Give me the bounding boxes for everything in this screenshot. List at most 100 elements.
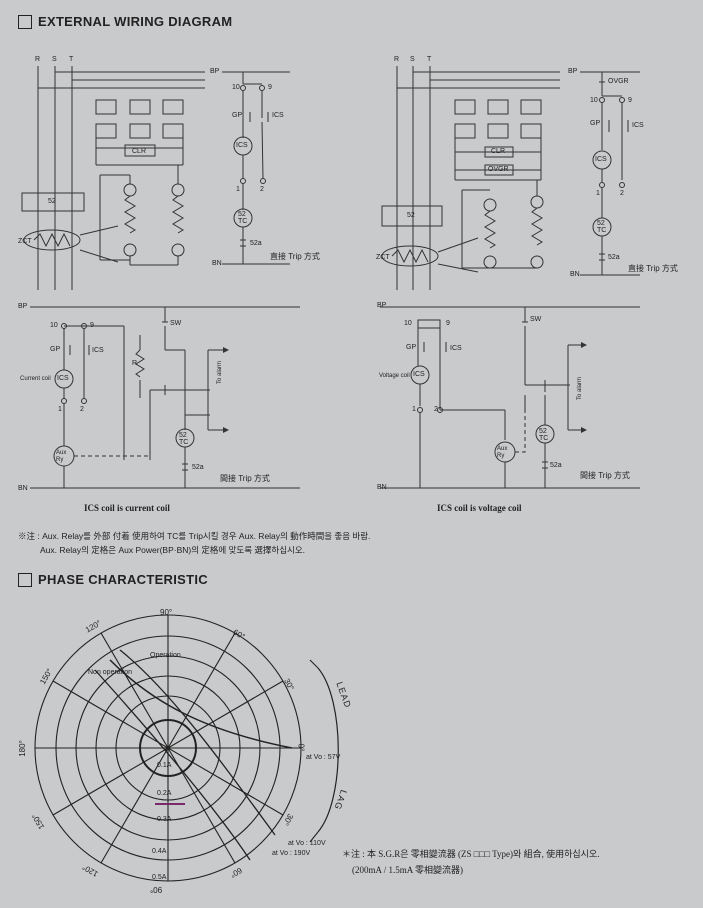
term-10: 10 <box>232 84 240 91</box>
wiring-title-text: EXTERNAL WIRING DIAGRAM <box>38 14 233 29</box>
note-line-2: Aux. Relay의 定格은 Aux Power(BP·BN)의 定格에 맞도… <box>40 545 306 555</box>
checkbox-icon <box>18 14 32 29</box>
gp-label: GP <box>232 112 243 119</box>
breaker-label: 52 <box>407 212 415 219</box>
bus-label-r: R <box>394 56 400 63</box>
aux-contact-label: 52a <box>550 462 562 469</box>
ics-coil-label: ICS <box>413 371 425 378</box>
angle-label: 0° <box>296 743 306 752</box>
to-alarm-label: To alarm <box>577 376 583 400</box>
bn-label: BN <box>18 485 28 492</box>
term-1: 1 <box>236 186 240 193</box>
current-label: 0.1A <box>157 762 172 769</box>
gp-label: GP <box>406 344 417 351</box>
wiring-section-title: EXTERNAL WIRING DIAGRAM <box>18 14 232 29</box>
bus-label-s: S <box>410 56 415 63</box>
trip-coil-label: 52 TC <box>597 220 607 234</box>
breaker-label: 52 <box>48 198 56 205</box>
resistor-label: R <box>132 360 138 367</box>
current-label: 0.3A <box>157 816 172 823</box>
ovgr-contact-label: OVGR <box>608 78 629 85</box>
vo-57-label: at Vo : 57V <box>306 754 341 761</box>
zct-note: ＊注 : 本 S.G.R은 零相變流器 (ZS □□□ Type)와 組合, 使… <box>342 846 599 878</box>
bp-label: BP <box>210 68 220 75</box>
aux-ry-label: Aux Ry <box>497 446 508 459</box>
term-10: 10 <box>404 320 412 327</box>
term-2: 2 <box>80 406 84 413</box>
trip-coil-label: 52 TC <box>179 432 189 446</box>
aux-ry-label: Aux Ry <box>56 450 67 463</box>
bn-label: BN <box>212 260 222 267</box>
vo-190-label: at Vo : 190V <box>272 850 311 857</box>
ics-contact-label: ICS <box>92 347 104 354</box>
to-alarm-label: To alarm <box>217 360 223 384</box>
term-2: 2 <box>434 406 438 413</box>
ics-contact-label: ICS <box>450 345 462 352</box>
aux-contact-label: 52a <box>250 240 262 247</box>
term-2: 2 <box>260 186 264 193</box>
term-9: 9 <box>446 320 450 327</box>
sw-label: SW <box>170 320 182 327</box>
bus-label-t: T <box>69 56 74 63</box>
bus-label-s: S <box>52 56 57 63</box>
phase-title-text: PHASE CHARACTERISTIC <box>38 572 208 587</box>
note-line-1: ※注 : Aux. Relay를 外部 付着 使用하여 TC를 Trip시킬 경… <box>18 531 371 541</box>
phase-section-title: PHASE CHARACTERISTIC <box>18 572 208 587</box>
current-label: 0.2A <box>157 790 172 797</box>
term-9: 9 <box>268 84 272 91</box>
zct-label: ZCT <box>18 238 32 245</box>
term-9: 9 <box>628 97 632 104</box>
current-coil-label: Current coil <box>20 376 51 382</box>
trip-coil-label: 52 TC <box>238 211 248 225</box>
current-label: 0.4A <box>152 848 167 855</box>
angle-label: 180° <box>17 740 27 757</box>
bus-label-r: R <box>35 56 41 63</box>
angle-label: 90° <box>160 608 173 617</box>
non-operation-label: Non operation <box>88 669 132 676</box>
bp-label: BP <box>18 303 28 310</box>
ics-coil-label: ICS <box>236 142 248 149</box>
caption-voltage-coil: ICS coil is voltage coil <box>437 503 522 513</box>
ics-coil-label: ICS <box>595 156 607 163</box>
zct-label: ZCT <box>376 254 390 261</box>
trip-coil-label: 52 TC <box>539 428 549 442</box>
direct-trip-label: 直接 Trip 方式 <box>270 252 320 261</box>
term-2: 2 <box>620 190 624 197</box>
term-9: 9 <box>90 322 94 329</box>
indirect-trip-label: 間接 Trip 方式 <box>220 474 270 483</box>
sw-label: SW <box>530 316 542 323</box>
operation-label: Operation <box>150 652 181 659</box>
phase-polar-chart <box>34 614 339 882</box>
vo-110-label: at Vo : 110V <box>288 840 326 847</box>
bp-label: BP <box>568 68 578 75</box>
gp-label: GP <box>590 120 601 127</box>
checkbox-icon <box>18 572 32 587</box>
aux-contact-label: 52a <box>608 254 620 261</box>
aux-contact-label: 52a <box>192 464 204 471</box>
clr-label: CLR <box>491 148 506 155</box>
term-1: 1 <box>596 190 600 197</box>
ics-contact-label: ICS <box>632 122 644 129</box>
current-label: 0.5A <box>152 874 167 881</box>
angle-label: 90° <box>150 885 163 894</box>
term-10: 10 <box>590 97 598 104</box>
gp-label: GP <box>50 346 61 353</box>
bn-label: BN <box>570 271 580 278</box>
ics-coil-label: ICS <box>57 375 69 382</box>
bus-label-t: T <box>427 56 432 63</box>
zct-note-line-2: (200mA / 1.5mA 零相變流器) <box>352 865 464 875</box>
term-1: 1 <box>58 406 62 413</box>
voltage-coil-label: Voltage coil <box>379 373 410 379</box>
indirect-trip-label: 間接 Trip 方式 <box>580 471 630 480</box>
clr-label: CLR <box>132 148 147 155</box>
aux-relay-note: ※注 : Aux. Relay를 外部 付着 使用하여 TC를 Trip시킬 경… <box>18 529 370 557</box>
bp-label: BP <box>377 302 387 309</box>
caption-current-coil: ICS coil is current coil <box>84 503 170 513</box>
ics-contact-label: ICS <box>272 112 284 119</box>
zct-note-line-1: ＊注 : 本 S.G.R은 零相變流器 (ZS □□□ Type)와 組合, 使… <box>342 849 600 859</box>
ovgr-label: OVGR <box>488 166 509 173</box>
term-1: 1 <box>412 406 416 413</box>
term-10: 10 <box>50 322 58 329</box>
bn-label: BN <box>377 484 387 491</box>
